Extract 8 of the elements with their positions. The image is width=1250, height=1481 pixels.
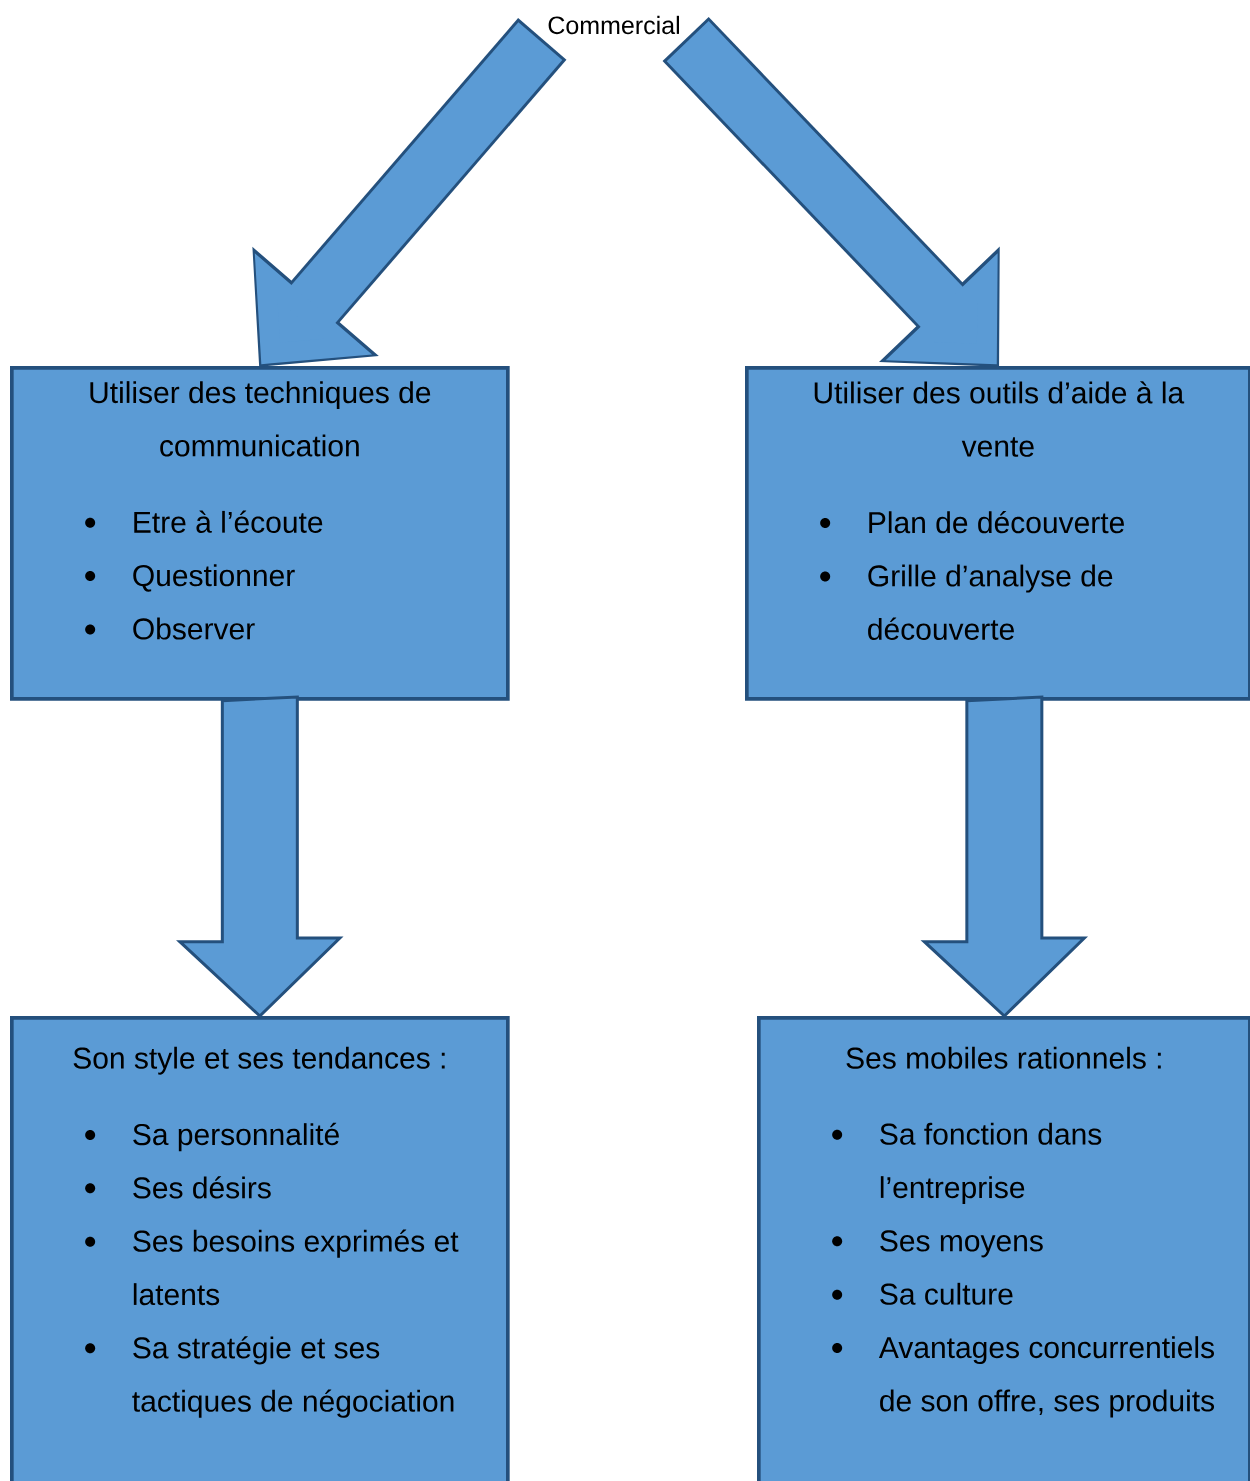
block-arrow [920,695,1089,1019]
text-box: Utiliser des outils d’aide à la vente Plan de découverte Grille d’analyse de découverte [745,366,1250,701]
block-arrow [176,695,344,1019]
text-box: Ses mobiles rationnels : Sa fonction dans l’entreprise Ses moyens Sa culture Avantages concurrentiels de son offre, ses produits [757,1016,1250,1481]
heading-text: Commercial [548,15,679,35]
text-box: Son style et ses tendances : Sa personnalité Ses désirs Ses besoins exprimés et latents Sa stratégie et ses tactiques de négociation [10,1016,510,1481]
block-arrow [662,16,1000,367]
text-box: Utiliser des techniques de communication Etre à l’écoute Questionner Observer [10,366,510,701]
